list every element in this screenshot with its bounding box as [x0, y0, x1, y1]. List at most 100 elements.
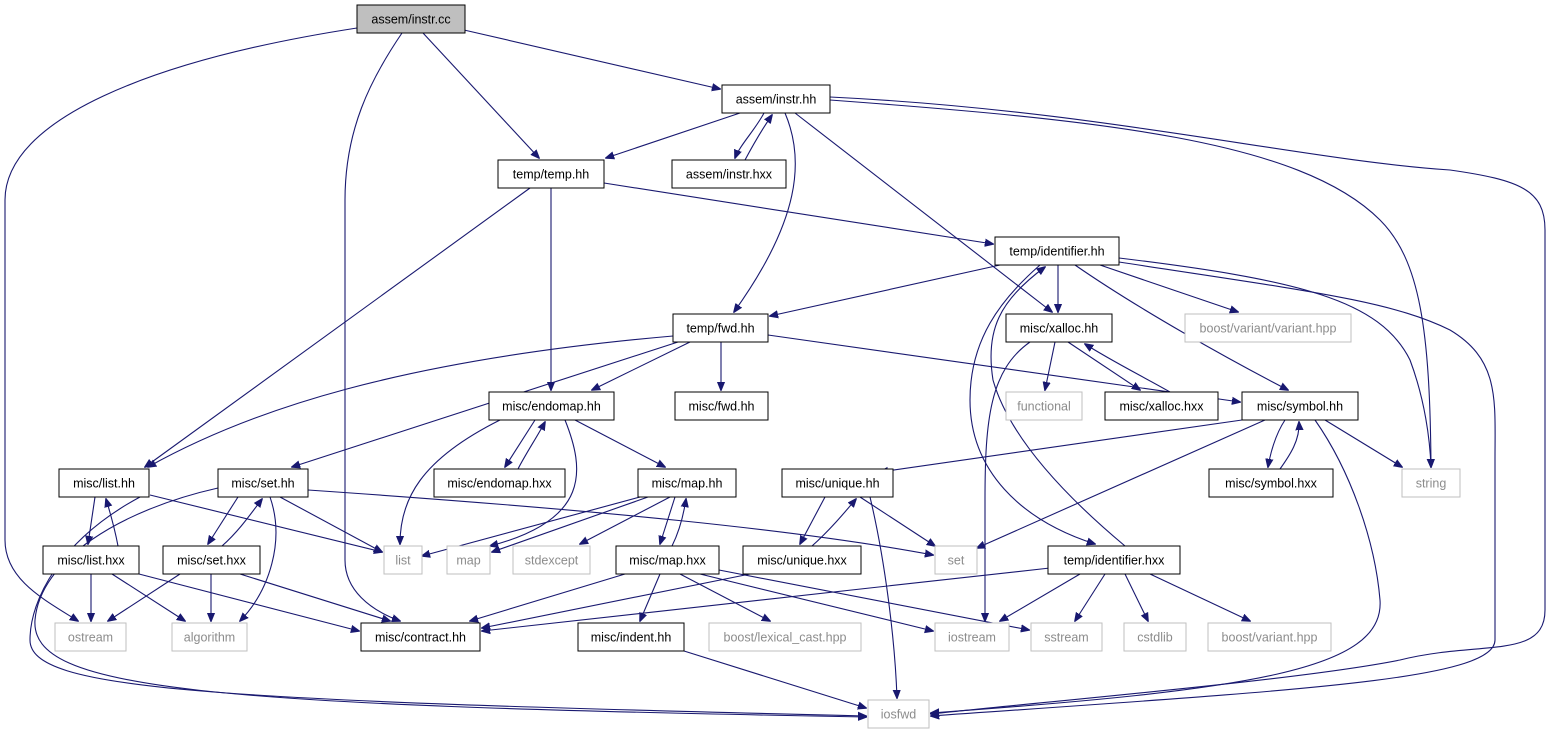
node-label: misc/unique.hxx: [757, 554, 847, 568]
node-set[interactable]: set: [934, 545, 978, 575]
node-label: misc/set.hxx: [177, 554, 247, 568]
node-boost-variant[interactable]: boost/variant.hpp: [1207, 622, 1332, 652]
node-map[interactable]: map: [446, 545, 491, 575]
node-list-hxx[interactable]: misc/list.hxx: [42, 545, 140, 575]
node-xalloc-hxx[interactable]: misc/xalloc.hxx: [1104, 391, 1219, 421]
edge-identifier_hh-to-symbol_hh: [1074, 264, 1288, 390]
node-fwd-hh[interactable]: temp/fwd.hh: [672, 313, 769, 343]
node-label: map: [456, 554, 480, 568]
edge-identifier_hxx-to-sstream: [1075, 573, 1106, 621]
edge-identifier_hxx-to-boost_variant: [1149, 573, 1250, 621]
node-iosfwd[interactable]: iosfwd: [867, 699, 930, 729]
edge-instr_cc-to-temp_hh: [422, 32, 539, 158]
edge-endomap_hxx-to-endomap_hh: [517, 422, 545, 470]
edge-set_hh-to-list: [279, 496, 382, 552]
node-label: stdexcept: [525, 554, 579, 568]
dependency-edges: [4, 27, 1546, 717]
node-string[interactable]: string: [1401, 468, 1461, 498]
node-functional[interactable]: functional: [1005, 391, 1083, 421]
node-box: [1208, 468, 1334, 498]
edge-map_hxx-to-sstream: [718, 569, 1029, 630]
node-label: set: [948, 554, 965, 568]
node-map-hh[interactable]: misc/map.hh: [637, 468, 737, 498]
edge-map_hh-to-map: [492, 496, 649, 552]
edge-unique_hxx-to-contract_hh: [482, 573, 751, 628]
node-lexical-cast[interactable]: boost/lexical_cast.hpp: [708, 622, 862, 652]
node-boost-variant-variant[interactable]: boost/variant/variant.hpp: [1184, 313, 1352, 343]
node-list-hh[interactable]: misc/list.hh: [58, 468, 150, 498]
edge-list_hh-to-list_hxx: [88, 496, 96, 544]
edge-map_hxx-to-indent_hh: [640, 573, 661, 621]
node-map-hxx[interactable]: misc/map.hxx: [615, 545, 720, 575]
node-endomap-hxx[interactable]: misc/endomap.hxx: [433, 468, 566, 498]
node-box: [446, 545, 491, 575]
edge-identifier_hxx-to-iostream: [1000, 573, 1081, 621]
node-label: temp/identifier.hh: [1009, 245, 1104, 259]
node-box: [383, 545, 423, 575]
node-indent-hh[interactable]: misc/indent.hh: [577, 622, 685, 652]
node-box: [1241, 391, 1359, 421]
edge-fwd_hh-to-symbol_hh: [767, 334, 1240, 402]
node-algorithm[interactable]: algorithm: [171, 622, 248, 652]
node-box: [994, 236, 1120, 266]
node-misc-fwd-hh[interactable]: misc/fwd.hh: [674, 391, 769, 421]
node-label: misc/endomap.hxx: [447, 477, 552, 491]
node-identifier-hxx[interactable]: temp/identifier.hxx: [1047, 545, 1181, 575]
node-endomap-hh[interactable]: misc/endomap.hh: [488, 391, 615, 421]
node-box: [433, 468, 566, 498]
edge-map_hxx-to-map_hh: [671, 499, 686, 547]
edge-instr_hh-to-string: [829, 99, 1431, 467]
node-label: misc/xalloc.hh: [1020, 322, 1099, 336]
node-label: cstdlib: [1137, 631, 1172, 645]
node-iostream[interactable]: iostream: [934, 622, 1010, 652]
node-label: misc/map.hxx: [629, 554, 706, 568]
node-label: misc/symbol.hxx: [1225, 477, 1317, 491]
edge-symbol_hh-to-string: [1324, 419, 1402, 467]
node-label: ostream: [68, 631, 113, 645]
edge-xalloc_hxx-to-xalloc_hh: [1085, 344, 1171, 393]
edge-identifier_hxx-to-contract_hh: [482, 567, 1051, 631]
node-ostream[interactable]: ostream: [54, 622, 127, 652]
node-label: list: [395, 554, 411, 568]
node-label: misc/unique.hh: [795, 477, 879, 491]
edge-endomap_hh-to-map: [490, 419, 578, 546]
node-symbol-hh[interactable]: misc/symbol.hh: [1241, 391, 1359, 421]
edge-map_hxx-to-iostream: [699, 573, 933, 631]
node-contract-hh[interactable]: misc/contract.hh: [360, 622, 481, 652]
node-label: misc/set.hh: [231, 477, 294, 491]
node-box: [162, 545, 261, 575]
node-temp-hh[interactable]: temp/temp.hh: [497, 159, 605, 189]
node-stdexcept[interactable]: stdexcept: [512, 545, 591, 575]
node-unique-hh[interactable]: misc/unique.hh: [781, 468, 894, 498]
node-unique-hxx[interactable]: misc/unique.hxx: [742, 545, 862, 575]
edge-xalloc_hh-to-xalloc_hxx: [1067, 341, 1140, 390]
edge-map_hxx-to-contract_hh: [470, 573, 626, 621]
node-set-hh[interactable]: misc/set.hh: [217, 468, 309, 498]
node-set-hxx[interactable]: misc/set.hxx: [162, 545, 261, 575]
edge-unique_hh-to-iosfwd: [869, 496, 897, 698]
node-list[interactable]: list: [383, 545, 423, 575]
edge-fwd_hh-to-endomap_hh: [592, 341, 691, 390]
node-label: misc/endomap.hh: [502, 400, 601, 414]
node-label: boost/variant.hpp: [1222, 631, 1318, 645]
node-instr-cc[interactable]: assem/instr.cc: [356, 4, 466, 34]
node-identifier-hh[interactable]: temp/identifier.hh: [994, 236, 1120, 266]
node-box: [488, 391, 615, 421]
node-box: [1401, 468, 1461, 498]
node-symbol-hxx[interactable]: misc/symbol.hxx: [1208, 468, 1334, 498]
node-label: algorithm: [184, 631, 235, 645]
node-cstdlib[interactable]: cstdlib: [1123, 622, 1187, 652]
node-instr-hh[interactable]: assem/instr.hh: [721, 84, 831, 114]
edge-unique_hh-to-unique_hxx: [800, 496, 826, 544]
node-label: misc/list.hxx: [57, 554, 125, 568]
edge-set_hxx-to-ostream: [108, 573, 181, 621]
edge-xalloc_hh-to-iostream: [985, 341, 1031, 621]
node-label: misc/symbol.hh: [1257, 400, 1343, 414]
node-instr-hxx[interactable]: assem/instr.hxx: [671, 159, 787, 189]
node-xalloc-hh[interactable]: misc/xalloc.hh: [1005, 313, 1113, 343]
node-box: [671, 159, 787, 189]
edge-list_hxx-to-contract_hh: [138, 573, 359, 631]
edge-identifier_hxx-to-identifier_hh: [990, 267, 1126, 547]
node-sstream[interactable]: sstream: [1030, 622, 1103, 652]
edge-instr_cc-to-contract_hh: [344, 32, 403, 621]
